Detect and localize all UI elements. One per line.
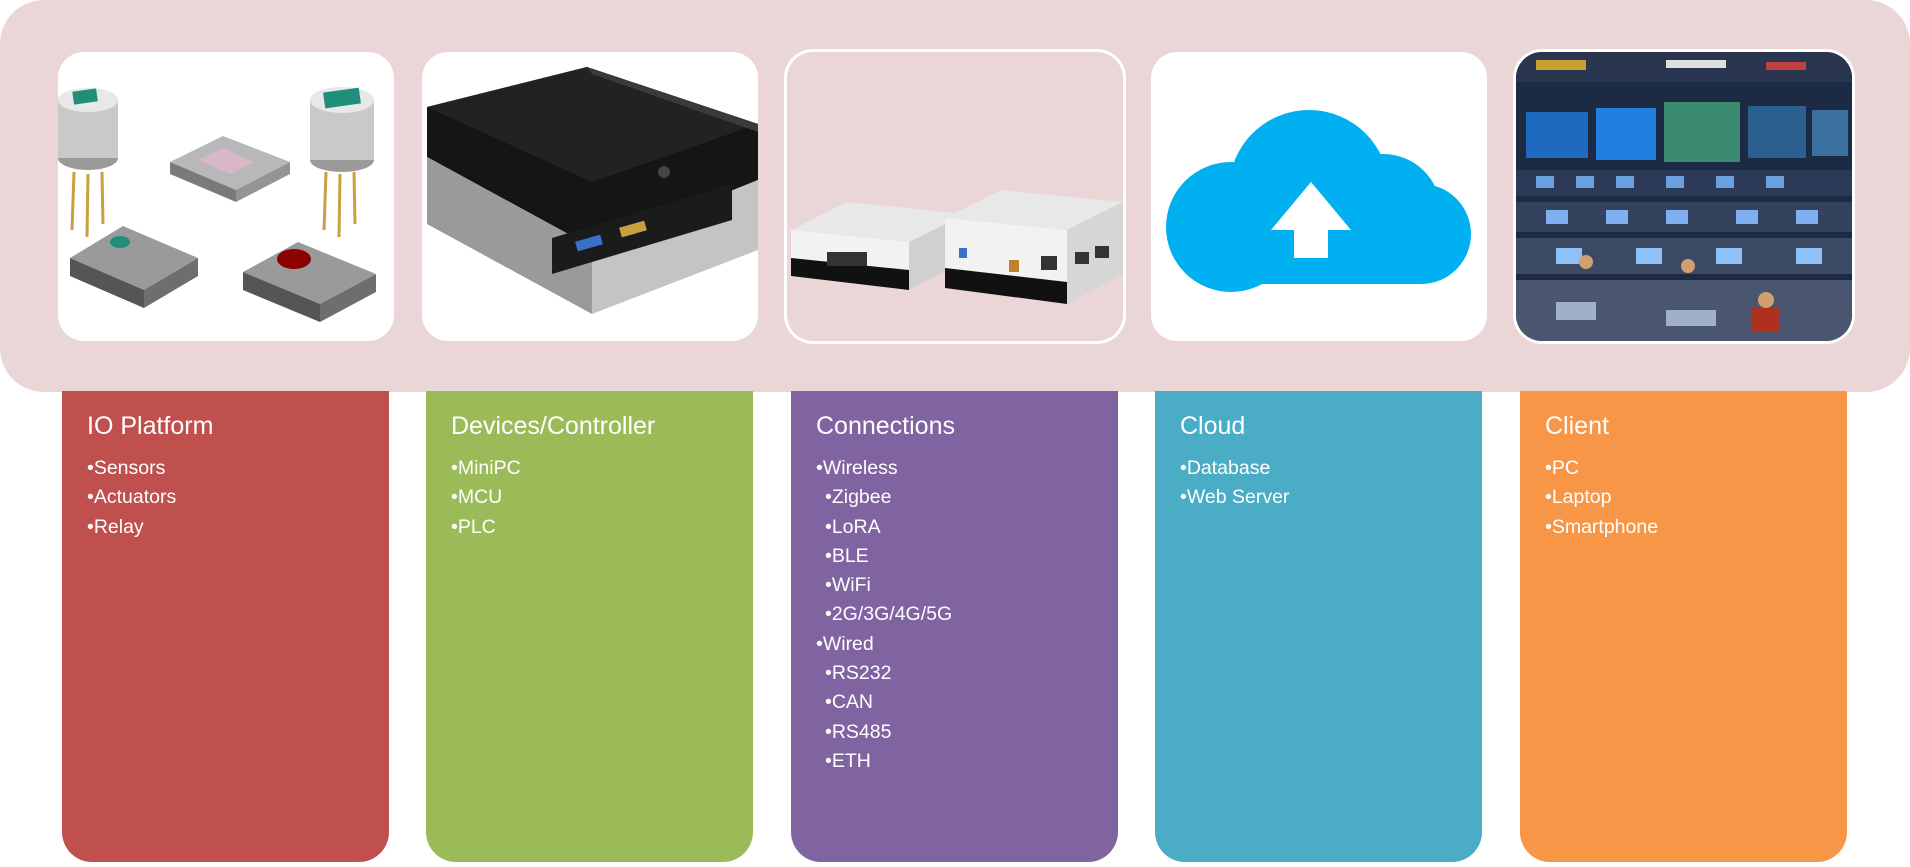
list-item: •Database [1180, 457, 1271, 479]
list-item: •BLE [825, 544, 869, 567]
list-item: •CAN [825, 691, 873, 714]
list-item: •Wireless [816, 457, 898, 479]
item-list: •Sensors •Actuators •Relay [87, 454, 389, 542]
connections-card: Connections •Wireless•Zigbee•LoRA•BLE•Wi… [791, 391, 1118, 862]
list-item: •Zigbee [825, 486, 892, 509]
item-list: •Database •Web Server [1180, 454, 1482, 513]
card-title: Client [1545, 412, 1609, 440]
item-list: •PC •Laptop •Smartphone [1545, 454, 1847, 542]
devices-controller-card: Devices/Controller •MiniPC •MCU •PLC [426, 391, 753, 862]
list-item: •MCU [451, 486, 503, 509]
cloud-upload-icon [1151, 52, 1487, 341]
list-item: •Smartphone [1545, 515, 1659, 538]
list-item: •RS485 [825, 720, 892, 743]
gateway-boxes-image [787, 52, 1123, 341]
client-card: Client •PC •Laptop •Smartphone [1520, 391, 1847, 862]
list-item: •MiniPC [451, 457, 521, 479]
list-item: •ETH [825, 749, 871, 772]
list-item: •Wired [816, 632, 874, 655]
sensor-components-image [58, 52, 394, 341]
item-list: •MiniPC •MCU •PLC [451, 454, 753, 542]
list-item: •PC [1545, 457, 1579, 479]
list-item: •RS232 [825, 662, 892, 685]
card-title: Cloud [1180, 412, 1246, 440]
io-platform-card: IO Platform •Sensors •Actuators •Relay [62, 391, 389, 862]
mini-pc-image [422, 52, 758, 341]
list-item: •Actuators [87, 486, 177, 509]
card-title: Devices/Controller [451, 412, 656, 440]
card-title: Connections [816, 412, 955, 440]
control-room-image [1516, 52, 1852, 341]
list-item: •2G/3G/4G/5G [825, 603, 953, 626]
card-title: IO Platform [87, 412, 214, 440]
list-item: •Relay [87, 515, 144, 538]
list-item: •LoRA [825, 515, 881, 538]
cloud-card: Cloud •Database •Web Server [1155, 391, 1482, 862]
list-item: •PLC [451, 515, 496, 538]
list-item: •Laptop [1545, 486, 1612, 509]
list-item: •Web Server [1180, 486, 1290, 509]
list-item: •Sensors [87, 457, 166, 479]
item-list: •Wireless •Zigbee •LoRA •BLE •WiFi •2G/3G/4G/… [816, 454, 1118, 776]
list-item: •WiFi [825, 574, 871, 597]
